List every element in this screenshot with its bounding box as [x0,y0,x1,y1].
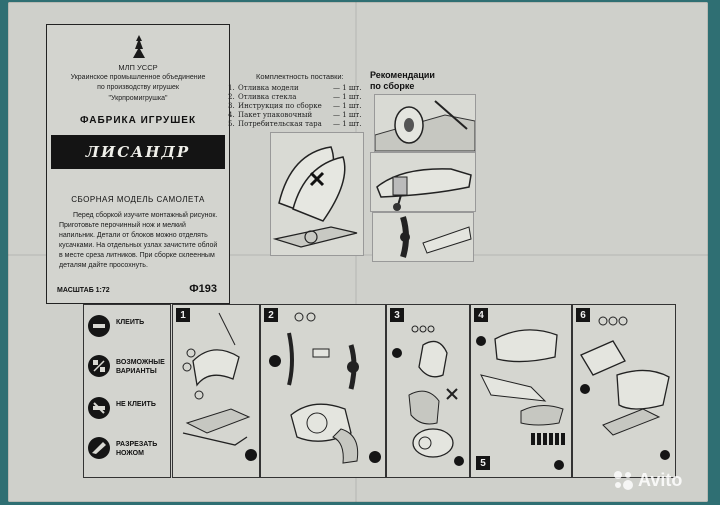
wheel-illustration [374,94,476,152]
step-number: 4 [474,308,488,322]
no-glue-icon [88,397,110,419]
list-item: 5.Потребительская тара— 1 шт. [228,120,362,128]
scale-label: МАСШТАБ 1:72 [57,287,110,294]
list-item: 2.Отливка стекла— 1 шт. [228,93,362,101]
contents-list: 1.Отливка модели— 1 шт. 2.Отливка стекла… [228,84,362,129]
step-number: 5 [476,456,490,470]
org-line: Украинское промышленное объединение [70,74,206,81]
recommendations-title: Рекомендации по сборке [370,70,435,91]
assembly-instructions: Перед сборкой изучите монтажный рисунок.… [59,212,218,269]
legend-item-variants: ВОЗМОЖНЫЕ ВАРИАНТЫ [84,349,170,385]
watermark-text: Avito [638,469,683,490]
list-item: 3.Инструкция по сборке— 1 шт. [228,102,362,110]
org-line: по производству игрушек [97,84,179,91]
glue-icon [88,315,110,337]
list-item: 4.Пакет упаковочный— 1 шт. [228,111,362,119]
propeller-illustration [372,212,474,262]
model-name: ЛИСАНДР [51,135,225,169]
assembly-step-2: 2 [260,304,386,478]
instruction-sheet: МЛП УССР Украинское промышленное объедин… [8,2,708,502]
assembly-step-4: 4 [470,304,572,478]
step-number: 2 [264,308,278,322]
assembly-step-3: 3 [386,304,470,478]
step-number: 6 [576,308,590,322]
avito-logo-icon [614,471,633,490]
canopy-illustration [270,132,364,256]
legend-item-knife: РАЗРЕЗАТЬ НОЖОМ [84,431,170,467]
knife-icon [88,437,110,459]
kit-code: Ф193 [189,283,217,295]
legend-item-glue: КЛЕИТЬ [84,309,170,345]
variants-icon [88,355,110,377]
step-number: 3 [390,308,404,322]
org-line: МЛП УССР [118,63,158,72]
factory-title: ФАБРИКА ИГРУШЕК [79,115,197,126]
avito-watermark: Avito [612,468,712,492]
step-number: 1 [176,308,190,322]
model-subtitle: СБОРНАЯ МОДЕЛЬ САМОЛЕТА [71,195,205,204]
assembly-step-1: 1 [172,304,260,478]
fuselage-illustration [370,152,476,212]
factory-logo-icon [133,35,145,58]
assembly-step-6: 6 [572,304,676,478]
symbol-legend: КЛЕИТЬ ВОЗМОЖНЫЕ ВАРИАНТЫ НЕ КЛЕИТЬ РАЗР… [83,304,171,478]
title-block: МЛП УССР Украинское промышленное объедин… [46,24,230,304]
legend-item-no-glue: НЕ КЛЕИТЬ [84,391,170,427]
list-item: 1.Отливка модели— 1 шт. [228,84,362,92]
org-line: "Укрпромигрушка" [108,95,168,102]
contents-title: Комплектность поставки: [256,72,344,81]
